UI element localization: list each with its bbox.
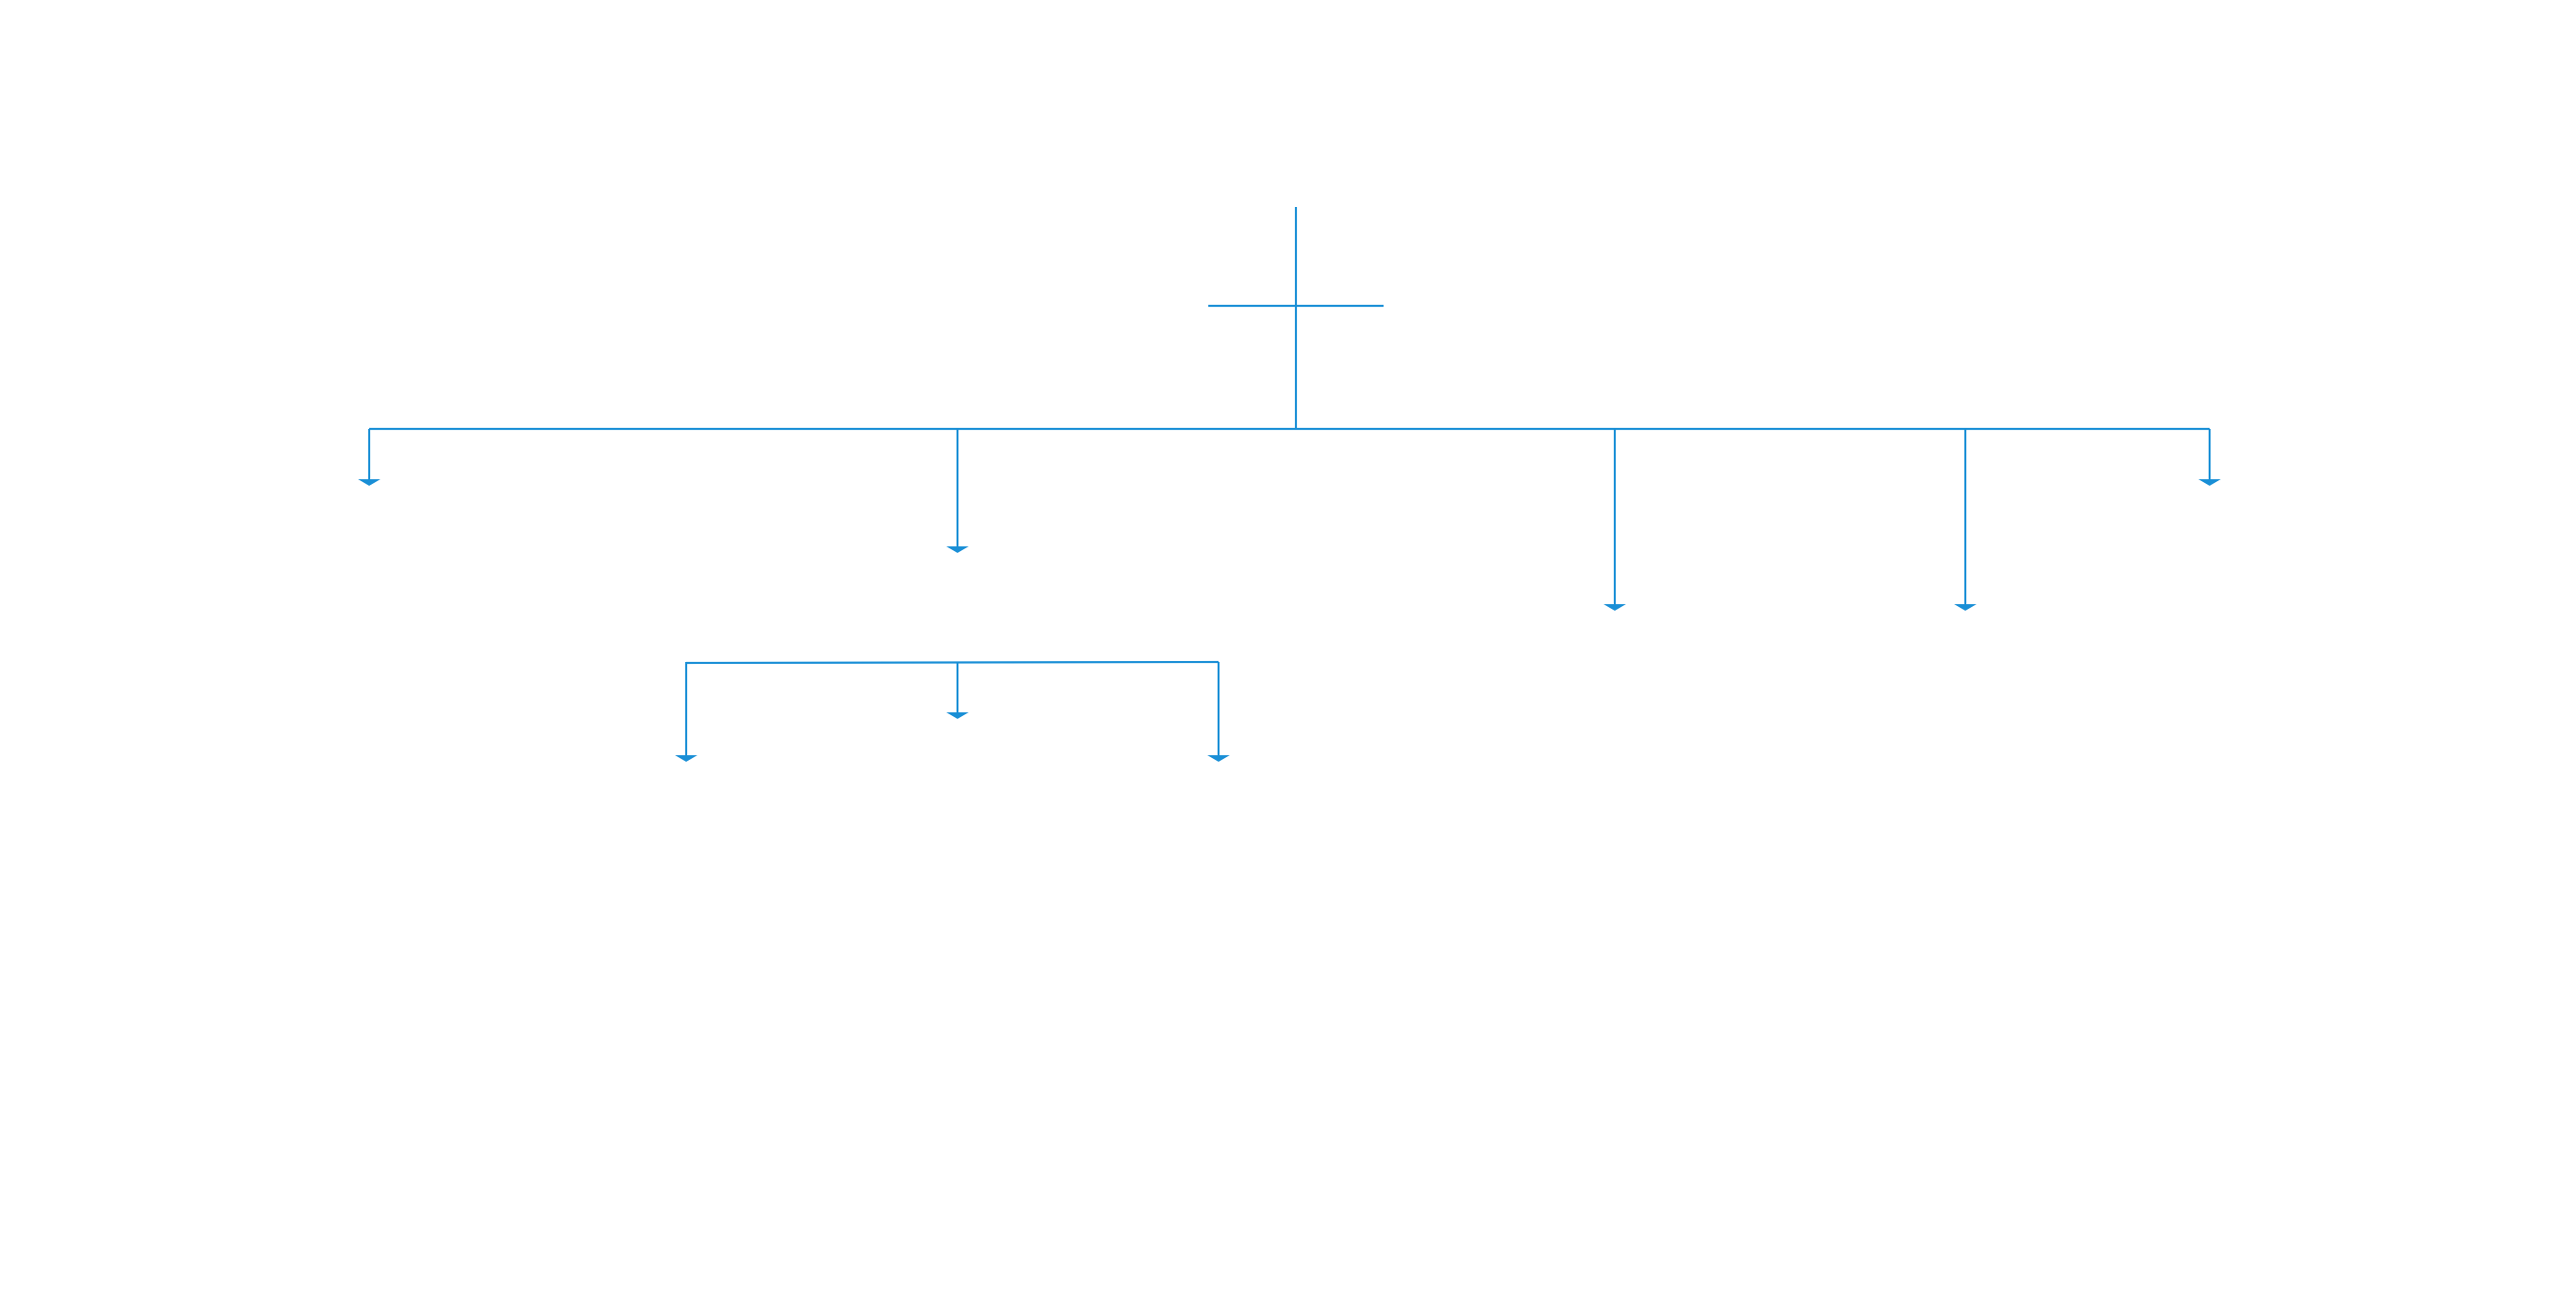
- sub-branch-bus: [685, 660, 1219, 665]
- branch-5-arrowhead: [2198, 479, 2221, 486]
- sub-branch-1-arrowhead: [675, 755, 697, 762]
- sub-branch-3-arrowhead: [1207, 755, 1230, 762]
- branch-3-arrowhead: [1604, 604, 1626, 611]
- branch-2-arrowhead: [946, 546, 969, 553]
- sub-branch-2-arrowhead: [946, 712, 969, 719]
- branch-1-arrowhead: [358, 479, 380, 486]
- branch-4-arrowhead: [1954, 604, 1977, 611]
